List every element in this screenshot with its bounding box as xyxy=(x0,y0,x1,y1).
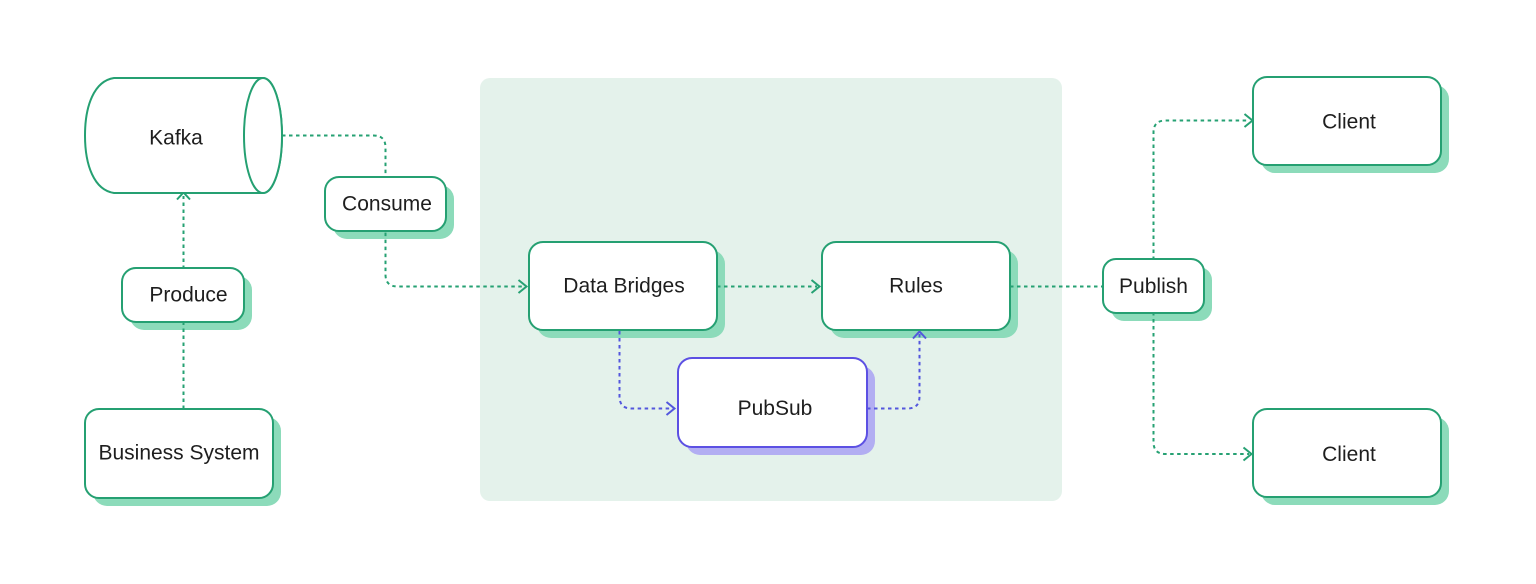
svg-text:Data Bridges: Data Bridges xyxy=(563,275,684,298)
svg-text:Publish: Publish xyxy=(1119,275,1188,298)
svg-text:Client: Client xyxy=(1322,111,1376,134)
svg-text:Consume: Consume xyxy=(342,193,432,216)
svg-text:PubSub: PubSub xyxy=(738,397,813,420)
svg-text:Client: Client xyxy=(1322,443,1376,466)
svg-text:Kafka: Kafka xyxy=(149,127,203,150)
svg-text:Produce: Produce xyxy=(149,284,227,307)
svg-text:Rules: Rules xyxy=(889,275,943,298)
svg-text:Business System: Business System xyxy=(98,442,259,465)
